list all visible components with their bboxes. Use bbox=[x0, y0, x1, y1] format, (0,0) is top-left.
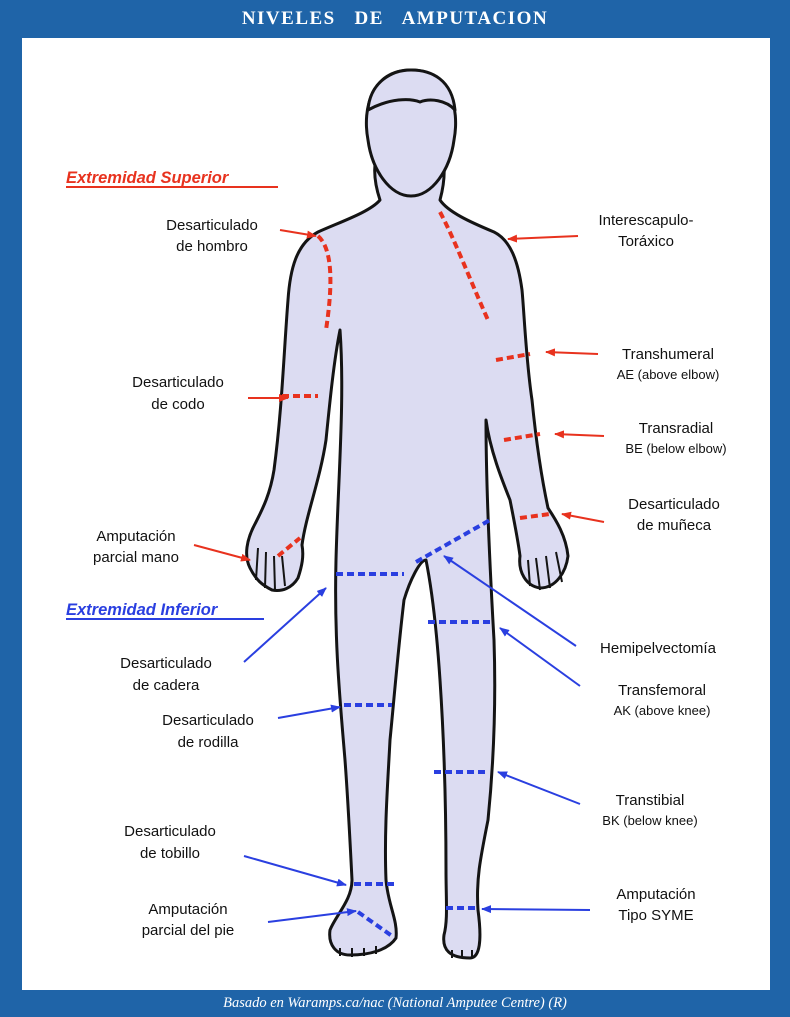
human-body-figure bbox=[247, 70, 568, 958]
arrow-muneca bbox=[562, 514, 604, 522]
lower-pointer-arrows bbox=[244, 556, 590, 922]
arrow-interescapulo bbox=[508, 236, 578, 239]
arrow-transtibial bbox=[498, 772, 580, 804]
arrow-rodilla bbox=[278, 707, 340, 718]
arrow-mano bbox=[194, 545, 250, 560]
label-interescapulo: Interescapulo-Toráxico bbox=[598, 212, 693, 250]
arrow-tobillo bbox=[244, 856, 346, 885]
arrow-syme bbox=[482, 909, 590, 910]
arrow-transradial bbox=[555, 434, 604, 436]
body-outline bbox=[247, 136, 568, 958]
arrow-cadera bbox=[244, 588, 326, 662]
arrow-transhumeral bbox=[546, 352, 598, 354]
arrow-hombro bbox=[280, 230, 316, 236]
section-lower: Extremidad Inferior bbox=[66, 601, 219, 619]
label-hemipelvectomia: Hemipelvectomía bbox=[600, 640, 717, 657]
section-upper: Extremidad Superior bbox=[66, 169, 230, 187]
arrow-transfemoral bbox=[500, 628, 580, 686]
